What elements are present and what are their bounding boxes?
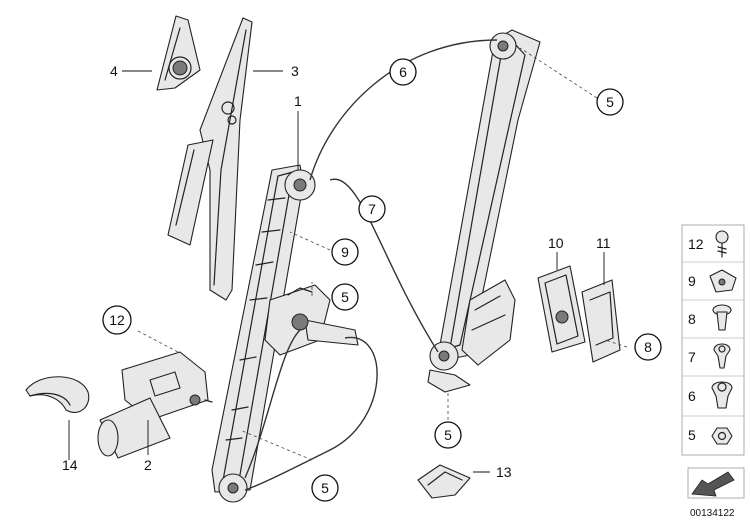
circle-label-9: 9 [331, 238, 359, 266]
legend-item-7: 7 [688, 349, 696, 365]
circle-label-8: 8 [634, 333, 662, 361]
label-9: 9 [341, 244, 349, 260]
labels: 4 3 1 2 14 13 10 11 [62, 63, 611, 480]
part-4-cover [156, 15, 201, 91]
label-2: 2 [144, 457, 152, 473]
circled-labels: 6 5 7 9 5 12 8 5 [102, 58, 662, 502]
fastener-legend: 12 9 8 7 6 5 [681, 224, 745, 456]
label-4: 4 [110, 63, 118, 79]
label-1: 1 [294, 93, 302, 109]
leaders [68, 47, 628, 473]
legend-item-8: 8 [688, 311, 696, 327]
label-5-bottom: 5 [321, 480, 329, 496]
part-1-regulator-rail [211, 164, 359, 503]
holder-clip-icon [711, 381, 733, 409]
part-3-trim [167, 17, 253, 301]
circle-label-7: 7 [358, 195, 386, 223]
cables [244, 39, 498, 491]
label-6: 6 [399, 64, 407, 80]
label-10: 10 [548, 235, 564, 251]
circle-label-5d: 5 [311, 474, 339, 502]
circle-label-5b: 5 [331, 283, 359, 311]
legend-item-5: 5 [688, 427, 696, 443]
label-13: 13 [496, 464, 512, 480]
document-id: 00134122 [690, 508, 735, 519]
legend-item-12: 12 [688, 236, 704, 252]
label-3: 3 [291, 63, 299, 79]
legend-item-9: 9 [688, 273, 696, 289]
label-5-top: 5 [606, 94, 614, 110]
label-7: 7 [368, 201, 376, 217]
part-14-tape [25, 376, 90, 413]
label-5-mid: 5 [341, 289, 349, 305]
circle-label-5a: 5 [596, 88, 624, 116]
part-11-pad [581, 279, 621, 363]
circle-label-5c: 5 [434, 421, 462, 449]
part-10-plate [537, 265, 586, 353]
label-8: 8 [644, 339, 652, 355]
part-13-bracket [417, 464, 471, 499]
circle-label-6: 6 [389, 58, 417, 86]
label-11: 11 [596, 235, 611, 251]
screw-icon [715, 230, 729, 258]
part-2-motor [97, 351, 213, 459]
label-14: 14 [62, 457, 78, 473]
direction-arrow-icon [687, 467, 745, 499]
circle-label-12: 12 [102, 305, 132, 335]
hex-nut-icon [711, 427, 733, 445]
legend-item-6: 6 [688, 388, 696, 404]
expanding-rivet-icon [712, 304, 732, 331]
label-12: 12 [109, 312, 125, 328]
label-5-lower: 5 [444, 427, 452, 443]
rear-rail [427, 29, 541, 393]
clip-nut-icon [709, 269, 737, 293]
cable-clip-icon [713, 343, 731, 369]
